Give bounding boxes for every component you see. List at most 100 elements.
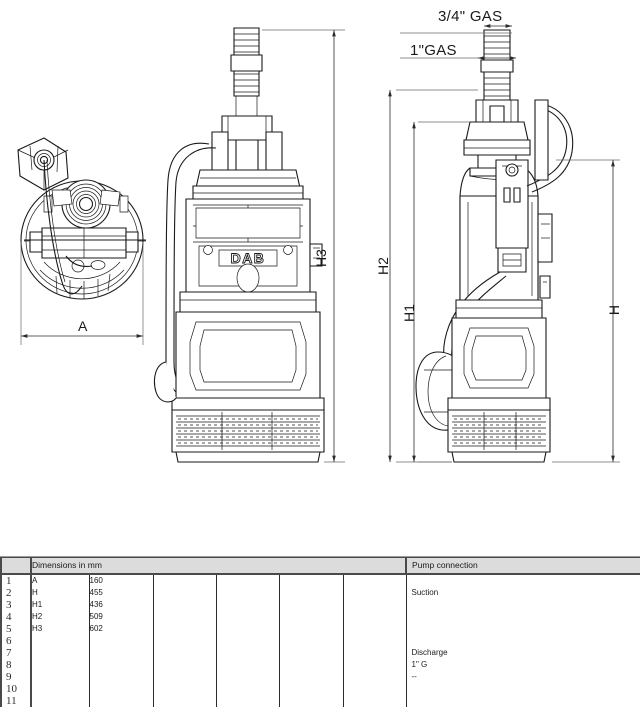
spare-cell <box>216 695 280 707</box>
top-view-group <box>17 137 146 345</box>
pump-connection-cell <box>406 574 640 587</box>
pump-connection-cell <box>406 623 640 635</box>
row-number: 3 <box>0 599 32 611</box>
brand-plate: DAB <box>218 250 278 266</box>
table-row: 2 H 455 Suction <box>0 587 640 599</box>
row-number: 10 <box>0 683 32 695</box>
front-view-group: DAB <box>153 27 345 463</box>
spare-cell <box>153 683 217 695</box>
specification-table-area: Dimensions in mm Pump connection 1 A 160… <box>0 556 640 707</box>
spare-cell <box>216 671 280 683</box>
spare-cell <box>279 623 344 635</box>
dimension-value: 509 <box>89 611 154 623</box>
drawing-area: .ln { fill:none; stroke:#1a1a1a; stroke-… <box>17 8 623 463</box>
row-number: 5 <box>0 623 32 635</box>
dimension-value <box>89 659 154 671</box>
table-row: 8 1" G <box>0 659 640 671</box>
spare-cell <box>216 635 280 647</box>
dimension-value <box>89 695 154 707</box>
spare-cell <box>343 683 407 695</box>
pump-connection-cell: 1" G <box>406 659 640 671</box>
dimension-label-h1: H1 <box>400 304 417 322</box>
row-number: 4 <box>0 611 32 623</box>
dimension-name: H2 <box>31 611 90 623</box>
dimension-value <box>89 683 154 695</box>
spare-cell <box>216 647 280 659</box>
side-view-group <box>388 24 620 463</box>
brand-logo-text: DAB <box>231 250 266 266</box>
spare-cell <box>343 635 407 647</box>
dimension-value: 436 <box>89 599 154 611</box>
spare-cell <box>279 671 344 683</box>
dimension-label-a: A <box>78 318 88 334</box>
spare-cell <box>279 587 344 599</box>
spare-cell <box>343 671 407 683</box>
row-number: 11 <box>0 695 32 707</box>
pump-technical-drawing: .ln { fill:none; stroke:#1a1a1a; stroke-… <box>17 24 620 463</box>
pump-connection-cell: -- <box>406 671 640 683</box>
header-dimensions: Dimensions in mm <box>30 556 406 575</box>
dimension-value <box>89 671 154 683</box>
dimension-name <box>31 683 90 695</box>
spare-cell <box>279 635 344 647</box>
spare-cell <box>216 599 280 611</box>
spare-cell <box>153 695 217 707</box>
dimension-value: 160 <box>89 574 154 587</box>
table-header-row: Dimensions in mm Pump connection <box>0 556 640 575</box>
row-number: 6 <box>0 635 32 647</box>
callout-discharge-thread: 1"GAS <box>410 42 457 59</box>
spare-cell <box>153 671 217 683</box>
spare-cell <box>343 623 407 635</box>
dimension-name: A <box>31 574 90 587</box>
dimension-name: H <box>31 587 90 599</box>
spare-cell <box>153 623 217 635</box>
spare-cell <box>279 659 344 671</box>
spare-cell <box>153 599 217 611</box>
dimension-name: H3 <box>31 623 90 635</box>
spare-cell <box>279 647 344 659</box>
dimension-name <box>31 695 90 707</box>
dimension-value: 455 <box>89 587 154 599</box>
spare-cell <box>153 635 217 647</box>
pump-connection-cell <box>406 611 640 623</box>
table-row: 3 H1 436 <box>0 599 640 611</box>
table-row: 9 -- <box>0 671 640 683</box>
float-switch-plan <box>17 137 69 191</box>
dimension-label-h3: H3 <box>312 249 329 267</box>
table-row: 7 Discharge <box>0 647 640 659</box>
spare-cell <box>343 587 407 599</box>
table-row: 1 A 160 <box>0 574 640 587</box>
table-row: 10 <box>0 683 640 695</box>
dimension-value <box>89 647 154 659</box>
row-number: 2 <box>0 587 32 599</box>
row-number: 1 <box>0 574 32 587</box>
spare-cell <box>343 574 407 587</box>
row-number: 8 <box>0 659 32 671</box>
spare-cell <box>153 611 217 623</box>
spare-cell <box>216 574 280 587</box>
pump-connection-cell <box>406 635 640 647</box>
row-number: 9 <box>0 671 32 683</box>
spare-cell <box>343 599 407 611</box>
spare-cell <box>153 647 217 659</box>
dimension-label-h2: H2 <box>374 257 391 275</box>
table-row: 6 <box>0 635 640 647</box>
pump-connection-cell <box>406 695 640 707</box>
dimension-label-h: H <box>606 304 623 316</box>
spare-cell <box>216 659 280 671</box>
pump-connection-cell: Discharge <box>406 647 640 659</box>
dimension-name <box>31 635 90 647</box>
table-row: 4 H2 509 <box>0 611 640 623</box>
pump-connection-cell <box>406 683 640 695</box>
spare-cell <box>153 587 217 599</box>
spare-cell <box>343 659 407 671</box>
spare-cell <box>279 695 344 707</box>
dimension-value <box>89 635 154 647</box>
spare-cell <box>153 659 217 671</box>
spare-cell <box>216 623 280 635</box>
spare-cell <box>279 683 344 695</box>
table-row: 11 <box>0 695 640 707</box>
spare-cell <box>216 587 280 599</box>
spare-cell <box>343 611 407 623</box>
